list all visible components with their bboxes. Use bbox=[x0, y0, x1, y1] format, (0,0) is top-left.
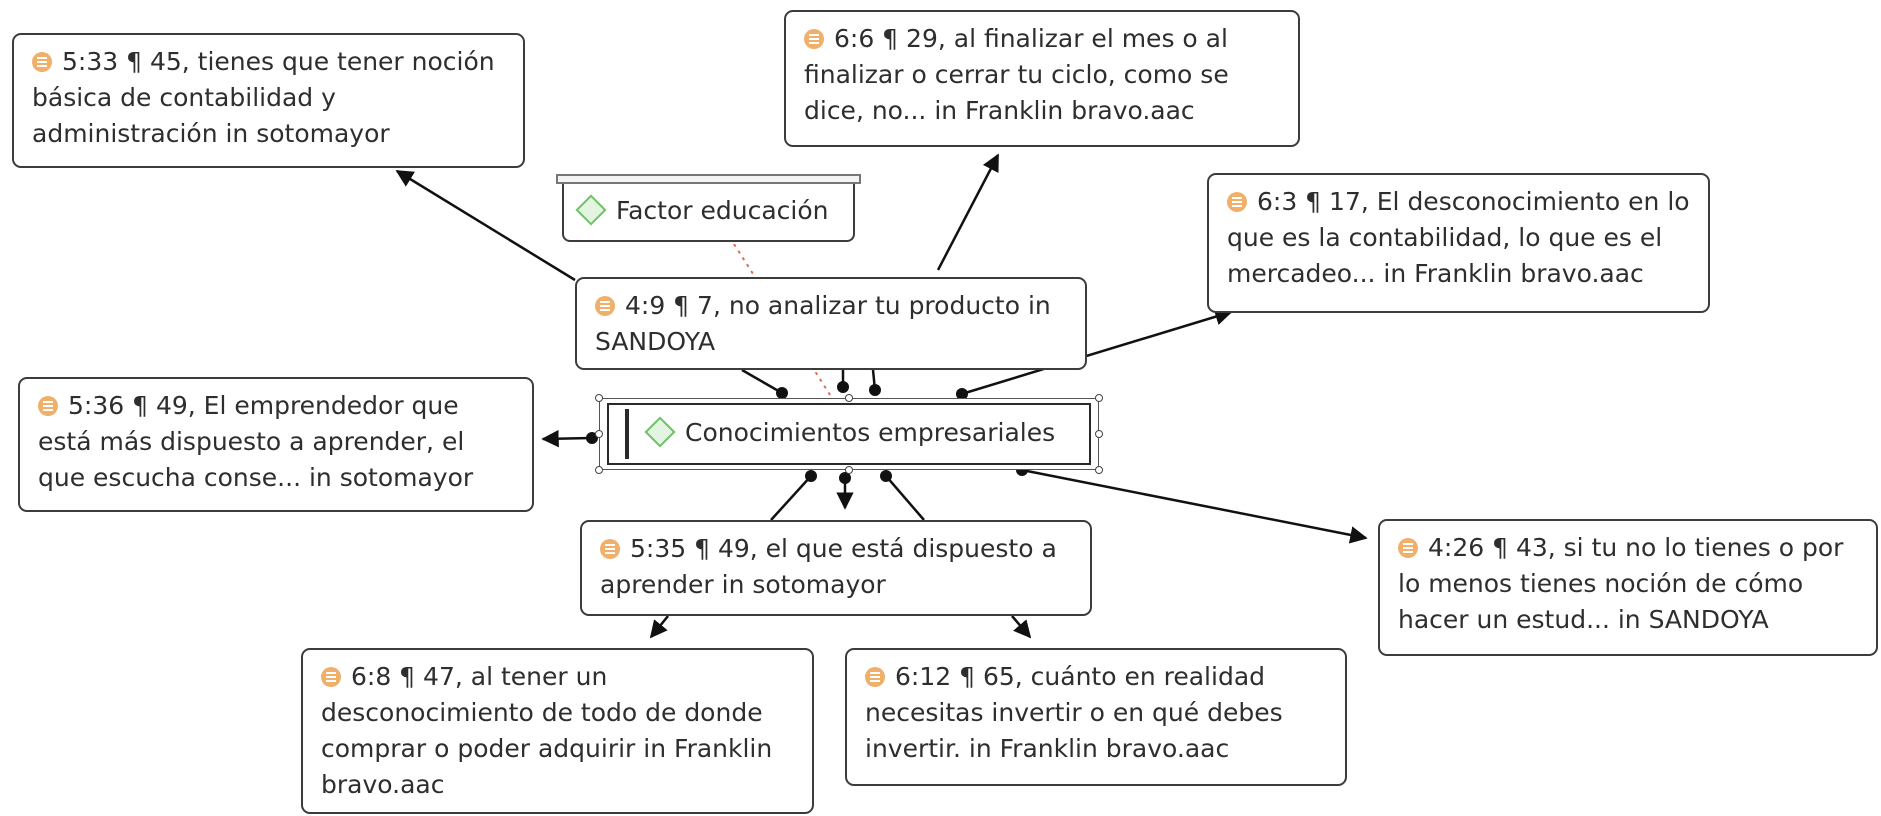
quotation-text: no analizar tu producto in SANDOYA bbox=[595, 291, 1051, 356]
quotation-icon bbox=[595, 296, 615, 316]
quotation-ref: 5:36 ¶ 49, bbox=[68, 391, 196, 420]
quotation-ref: 6:12 ¶ 65, bbox=[895, 662, 1023, 691]
link-center-q2[interactable] bbox=[936, 153, 1000, 271]
link-end-dot bbox=[805, 470, 817, 482]
link-q6-q8[interactable] bbox=[649, 615, 669, 639]
code-node-factor-educacion[interactable]: Factor educación bbox=[556, 174, 861, 244]
resize-handle-se[interactable] bbox=[1095, 466, 1103, 474]
link-q6-q9[interactable] bbox=[1011, 615, 1032, 639]
link-center-q6a[interactable] bbox=[770, 475, 812, 521]
code-node-conocimientos-empresariales[interactable]: Conocimientos empresariales bbox=[595, 394, 1103, 474]
quotation-ref: 5:35 ¶ 49, bbox=[630, 534, 758, 563]
link-end-dot bbox=[956, 388, 968, 400]
link-center-q5[interactable] bbox=[541, 429, 593, 448]
quotation-text: si tu no lo tienes o por lo menos tienes… bbox=[1398, 533, 1844, 634]
quotation-node-6-6[interactable]: 6:6 ¶ 29, al finalizar el mes o al final… bbox=[784, 10, 1300, 147]
quotation-ref: 6:3 ¶ 17, bbox=[1257, 187, 1369, 216]
link-center-q3[interactable] bbox=[964, 308, 1233, 395]
resize-handle-ne[interactable] bbox=[1095, 394, 1103, 402]
code-label: Conocimientos empresariales bbox=[685, 418, 1056, 447]
quotation-node-5-36[interactable]: 5:36 ¶ 49, El emprendedor que está más d… bbox=[18, 377, 534, 512]
quotation-node-6-3[interactable]: 6:3 ¶ 17, El desconocimiento en lo que e… bbox=[1207, 173, 1710, 313]
link-factor-center[interactable] bbox=[733, 243, 833, 399]
quotation-node-6-12[interactable]: 6:12 ¶ 65, cuánto en realidad necesitas … bbox=[845, 648, 1347, 786]
quotation-ref: 4:26 ¶ 43, bbox=[1428, 533, 1556, 562]
quotation-node-5-35[interactable]: 5:35 ¶ 49, el que está dispuesto a apren… bbox=[580, 520, 1092, 616]
link-end-dot bbox=[839, 472, 851, 484]
link-center-q1[interactable] bbox=[395, 169, 576, 282]
code-node-sidebar bbox=[625, 409, 629, 459]
code-diamond-icon bbox=[575, 194, 607, 226]
resize-handle-sw[interactable] bbox=[595, 466, 603, 474]
link-center-q7[interactable] bbox=[1021, 468, 1368, 544]
quotation-icon bbox=[38, 396, 58, 416]
quotation-text: al finalizar el mes o al finalizar o cer… bbox=[804, 24, 1229, 125]
code-node-content: Conocimientos empresariales bbox=[644, 416, 1056, 448]
code-diamond-icon bbox=[644, 416, 676, 448]
quotation-ref: 6:6 ¶ 29, bbox=[834, 24, 946, 53]
link-center-q6c[interactable] bbox=[885, 475, 925, 521]
code-label: Factor educación bbox=[616, 196, 829, 225]
quotation-icon bbox=[600, 539, 620, 559]
quotation-text: el que está dispuesto a aprender in soto… bbox=[600, 534, 1057, 599]
quotation-icon bbox=[804, 29, 824, 49]
link-end-dot bbox=[837, 381, 849, 393]
code-node-box: Conocimientos empresariales bbox=[607, 403, 1091, 465]
quotation-ref: 4:9 ¶ 7, bbox=[625, 291, 721, 320]
resize-handle-e[interactable] bbox=[1095, 430, 1103, 438]
resize-handle-s[interactable] bbox=[845, 466, 853, 474]
quotation-node-4-26[interactable]: 4:26 ¶ 43, si tu no lo tienes o por lo m… bbox=[1378, 519, 1878, 656]
quotation-text: al tener un desconocimiento de todo de d… bbox=[321, 662, 773, 799]
quotation-ref: 5:33 ¶ 45, bbox=[62, 47, 190, 76]
resize-handle-nw[interactable] bbox=[595, 394, 603, 402]
quotation-node-6-8[interactable]: 6:8 ¶ 47, al tener un desconocimiento de… bbox=[301, 648, 814, 814]
quotation-icon bbox=[1227, 192, 1247, 212]
quotation-text: El emprendedor que está más dispuesto a … bbox=[38, 391, 474, 492]
quotation-icon bbox=[321, 667, 341, 687]
quotation-text: tienes que tener noción básica de contab… bbox=[32, 47, 495, 148]
quotation-ref: 6:8 ¶ 47, bbox=[351, 662, 463, 691]
quotation-text: cuánto en realidad necesitas invertir o … bbox=[865, 662, 1283, 763]
quotation-node-4-9[interactable]: 4:9 ¶ 7, no analizar tu producto in SAND… bbox=[575, 277, 1087, 370]
link-end-dot bbox=[776, 387, 788, 399]
quotation-icon bbox=[865, 667, 885, 687]
resize-handle-w[interactable] bbox=[595, 430, 603, 438]
quotation-node-5-33[interactable]: 5:33 ¶ 45, tienes que tener noción básic… bbox=[12, 33, 525, 168]
link-end-dot bbox=[869, 384, 881, 396]
code-node-header-bar bbox=[556, 174, 861, 184]
quotation-icon bbox=[32, 52, 52, 72]
quotation-icon bbox=[1398, 538, 1418, 558]
link-end-dot bbox=[880, 470, 892, 482]
code-node-body: Factor educación bbox=[562, 184, 855, 242]
quotation-text: El desconocimiento en lo que es la conta… bbox=[1227, 187, 1690, 288]
resize-handle-n[interactable] bbox=[845, 394, 853, 402]
link-center-q4[interactable] bbox=[741, 368, 783, 395]
